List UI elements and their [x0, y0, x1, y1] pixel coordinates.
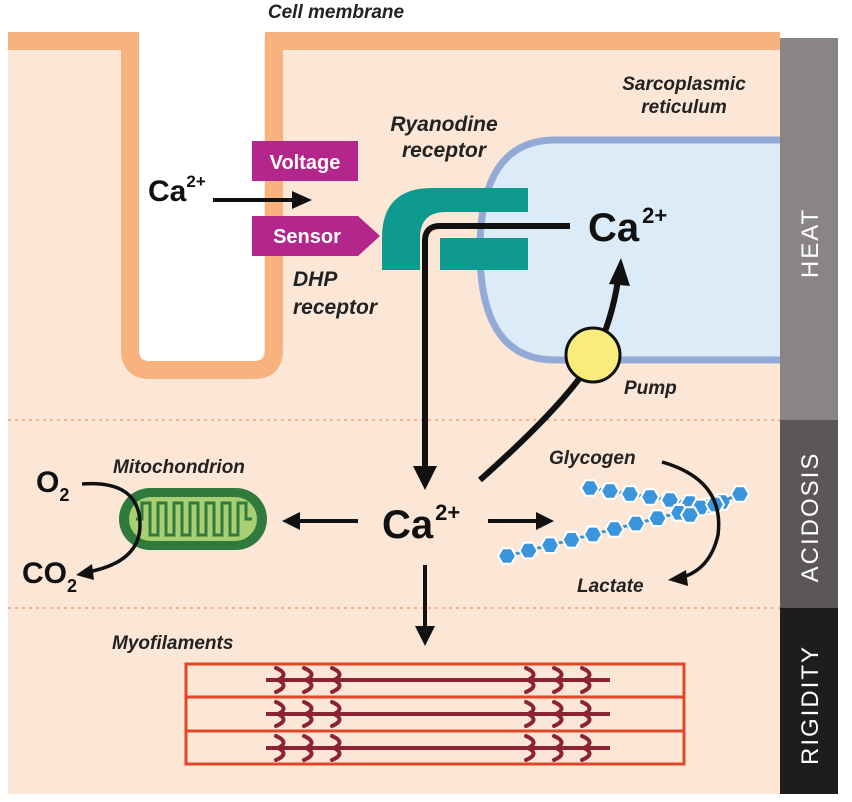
myosin-heads [273, 666, 592, 762]
voltage-label: Voltage [270, 152, 341, 174]
myosin-head [579, 734, 592, 762]
myosin-head [273, 666, 286, 694]
ryanodine-label-2: receptor [402, 139, 488, 162]
myosin-head [301, 666, 314, 694]
myosin-head [523, 700, 536, 728]
myosin-head [579, 700, 592, 728]
oxygen-label: O2 [36, 466, 69, 505]
glycogen-unit [639, 488, 661, 506]
sarcomere-frame [184, 662, 686, 766]
respiration-arc [81, 481, 142, 574]
myosin-head [301, 734, 314, 762]
t-tubule [139, 38, 264, 362]
pump-label: Pump [624, 378, 677, 399]
myosin-head [329, 666, 342, 694]
glycogen-unit [518, 541, 539, 560]
glycogen-unit [625, 514, 647, 533]
ryanodine-receptor-bottom [440, 238, 528, 270]
calcium-release-arrowhead [413, 466, 437, 490]
myosin-head [301, 700, 314, 728]
pump-arrowhead [609, 258, 630, 286]
myosin-head [579, 666, 592, 694]
dhp-label-1: DHP [293, 268, 338, 291]
myosin-head [329, 734, 342, 762]
myosin-head [329, 700, 342, 728]
voltage-box [252, 141, 358, 181]
calcium-influx-arrowhead [292, 191, 312, 209]
sarcoplasmic-label-2: reticulum [641, 97, 727, 118]
lactate-label: Lactate [577, 576, 644, 597]
arrow-to-myofilaments-head [415, 626, 435, 646]
glycogen-unit [496, 547, 518, 565]
glycogen-unit [729, 485, 751, 503]
glycogen-unit [604, 520, 625, 538]
glycogen-unit [539, 536, 561, 554]
side-band-rigidity [780, 608, 838, 794]
myosin-head [523, 666, 536, 694]
sarcoplasmic-label-1: Sarcoplasmic [622, 74, 746, 95]
cell-membrane [8, 32, 780, 379]
sensor-box [252, 216, 380, 256]
arrow-to-glycogen-head [536, 512, 554, 530]
side-band-acidosis [780, 420, 838, 608]
side-label-rigidity: RIGIDITY [797, 645, 824, 765]
glycolysis-arrowhead [668, 570, 688, 586]
glycogen-unit [579, 479, 601, 497]
myosin-head [523, 734, 536, 762]
mitochondrion-inner [129, 497, 257, 541]
dhp-label-2: receptor [293, 296, 379, 319]
myosin-head [551, 734, 564, 762]
myofilaments [184, 662, 686, 766]
calcium-cytosol-label: Ca2+ [382, 500, 460, 547]
glycogen-label: Glycogen [549, 448, 636, 469]
pump-icon [564, 326, 622, 384]
calcium-release-path [422, 223, 570, 472]
myosin-head [273, 734, 286, 762]
glycogen-unit [679, 506, 701, 524]
glycogen-unit [647, 509, 668, 527]
myosin-head [551, 700, 564, 728]
mitochondrion-label: Mitochondrion [113, 457, 245, 478]
myofilaments-label: Myofilaments [112, 633, 233, 654]
calcium-entry-label: Ca2+ [148, 172, 206, 208]
respiration-arrowhead [76, 564, 94, 580]
glycogen-unit [619, 485, 641, 503]
glycogen-unit [599, 482, 621, 500]
carbon-dioxide-label: CO2 [22, 557, 77, 596]
arrow-to-mitochondrion-head [282, 512, 300, 530]
side-band-heat [780, 38, 838, 420]
side-label-acidosis: ACIDOSIS [797, 452, 824, 583]
glycolysis-arrow [661, 460, 721, 580]
glycogen-chain [496, 479, 751, 565]
ryanodine-label-1: Ryanodine [390, 113, 498, 136]
cell-membrane-label: Cell membrane [268, 2, 405, 23]
sensor-label: Sensor [273, 226, 341, 248]
side-label-heat: HEAT [797, 208, 824, 278]
myosin-head [273, 700, 286, 728]
myosin-head [551, 666, 564, 694]
glycogen-unit [582, 525, 604, 544]
glycogen-unit [561, 531, 582, 549]
ryanodine-receptor-top [382, 188, 528, 270]
mitochondrion-cristae [136, 501, 252, 537]
